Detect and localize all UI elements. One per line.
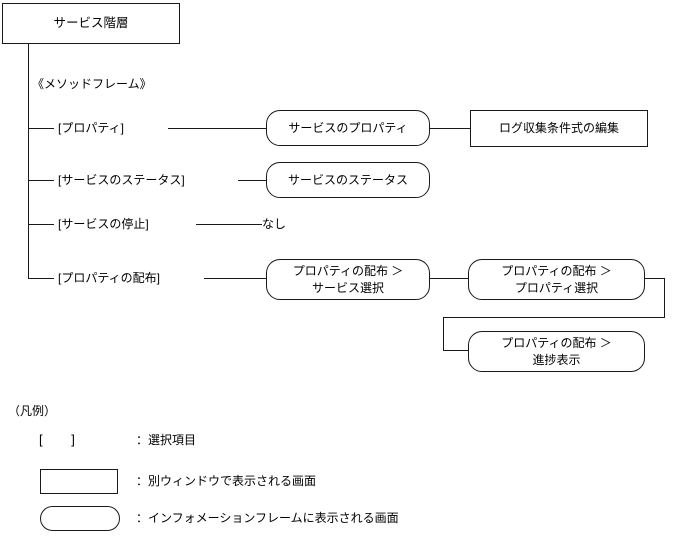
branch-stub-property-distribution (28, 278, 54, 279)
tree-trunk-line (28, 44, 29, 278)
route-select-property-right (645, 278, 665, 279)
route-select-property-down (664, 278, 665, 318)
screen-distribute-progress: プロパティの配布 ＞ 進捗表示 (468, 331, 645, 372)
branch-label-service-stop: [サービスの停止] (58, 217, 149, 231)
route-progress-into-box (443, 350, 470, 351)
branch-stub-property (28, 128, 54, 129)
legend-title: （凡例） (8, 404, 57, 418)
route-select-property-left (443, 317, 665, 318)
branch-label-property: [プロパティ] (58, 121, 124, 135)
legend-text-selection-item: ：選択項目 (136, 433, 197, 447)
branch-label-property-distribution: [プロパティの配布] (58, 271, 160, 285)
method-frame-note: 《メソッドフレーム》 (32, 77, 152, 91)
branch-stub-service-stop (28, 224, 54, 225)
legend-text-separate-window: ：別ウィンドウで表示される画面 (136, 474, 317, 488)
legend-symbol-rectangle (40, 469, 118, 494)
connector-status-to-screen (238, 180, 266, 181)
legend-symbol-bracket: [ ] (39, 432, 76, 447)
screen-log-condition-edit: ログ収集条件式の編集 (470, 110, 648, 147)
none-label: なし (262, 217, 287, 231)
root-node-service-hierarchy: サービス階層 (2, 3, 180, 44)
screen-service-property: サービスのプロパティ (266, 110, 430, 146)
connector-stop-to-none (196, 224, 262, 225)
branch-label-service-status: [サービスのステータス] (58, 173, 185, 187)
route-progress-down (443, 317, 444, 351)
connector-property-to-screen (168, 128, 266, 129)
legend-text-information-frame: ：インフォメーションフレームに表示される画面 (136, 511, 399, 525)
connector-select-service-to-select-property (430, 278, 468, 279)
screen-distribute-select-service: プロパティの配布 ＞ サービス選択 (266, 259, 430, 300)
screen-service-status: サービスのステータス (266, 162, 430, 198)
connector-distribution-to-screen (204, 278, 266, 279)
screen-distribute-select-property: プロパティの配布 ＞ プロパティ選択 (468, 259, 645, 300)
branch-stub-service-status (28, 180, 54, 181)
connector-property-to-log-edit (430, 128, 470, 129)
legend-symbol-rounded (40, 506, 120, 531)
